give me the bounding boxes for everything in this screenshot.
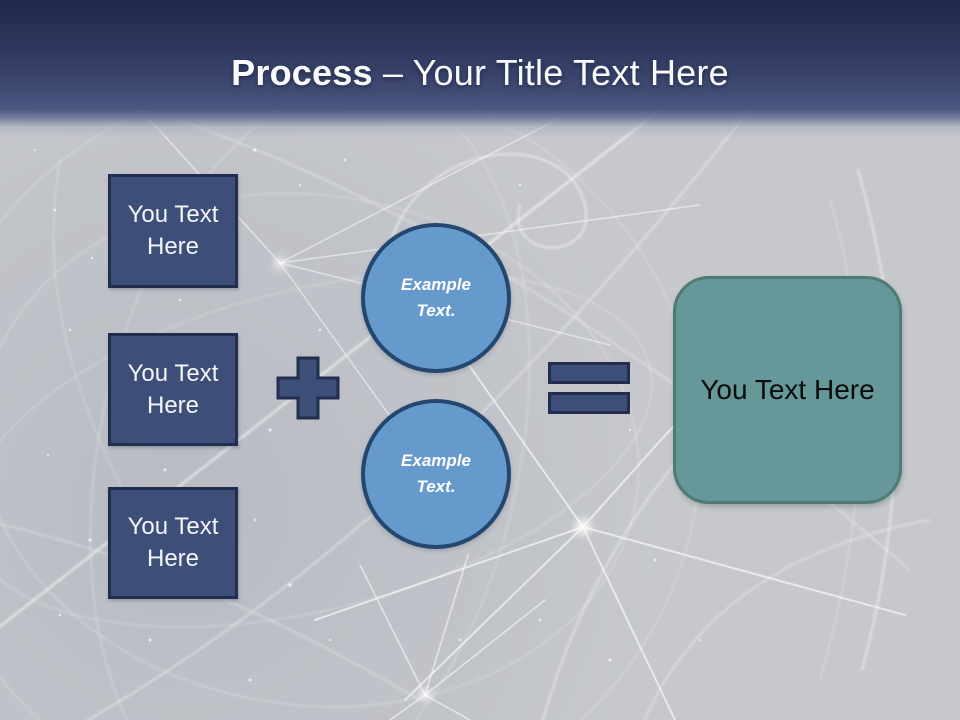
- example-circle-2-label: Example Text.: [401, 450, 471, 496]
- result-box-label: You Text Here: [700, 374, 875, 405]
- example-circle-1: Example Text.: [361, 223, 511, 373]
- equals-bottom-bar: [548, 392, 630, 414]
- equals-icon: [548, 362, 630, 415]
- input-box-2: You Text Here: [108, 333, 238, 446]
- equals-top-bar: [548, 362, 630, 384]
- input-box-1: You Text Here: [108, 174, 238, 288]
- input-box-1-label: You Text Here: [127, 201, 219, 260]
- result-box: You Text Here: [673, 276, 902, 504]
- plus-icon: [276, 356, 340, 420]
- example-circle-1-label: Example Text.: [401, 274, 471, 320]
- input-box-3-label: You Text Here: [127, 513, 219, 572]
- example-circle-2: Example Text.: [361, 399, 511, 549]
- input-box-3: You Text Here: [108, 487, 238, 599]
- input-box-2-label: You Text Here: [127, 359, 219, 419]
